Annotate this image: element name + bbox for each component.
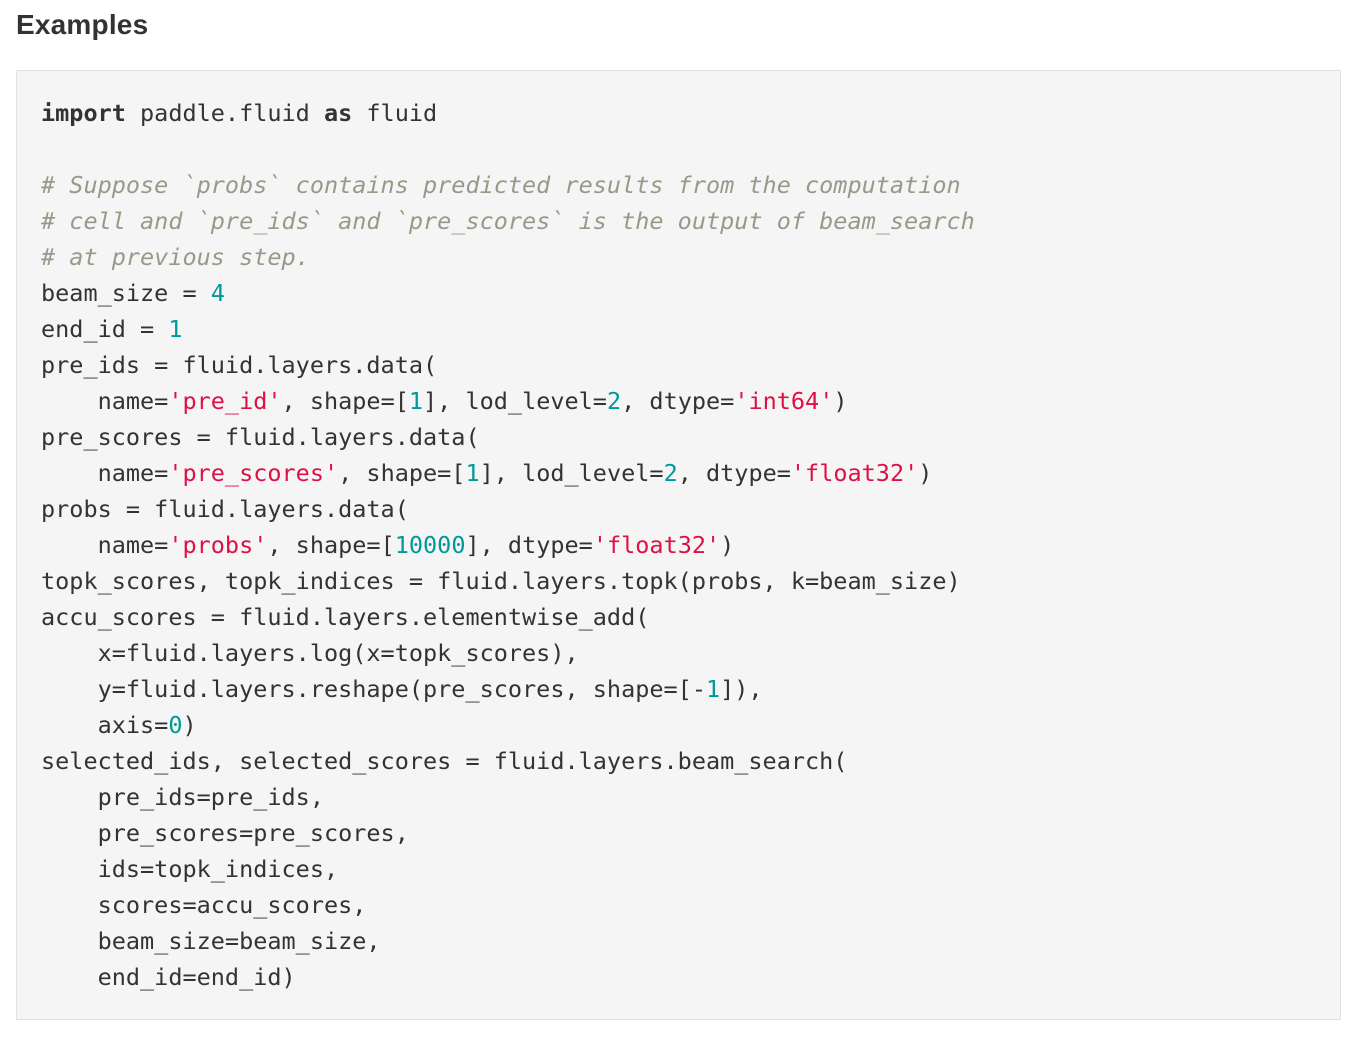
code-line: pre_scores=pre_scores, bbox=[41, 815, 1316, 851]
code-line: x=fluid.layers.log(x=topk_scores), bbox=[41, 635, 1316, 671]
code-line: end_id=end_id) bbox=[41, 959, 1316, 995]
code-line: # Suppose `probs` contains predicted res… bbox=[41, 167, 1316, 203]
code-token-number: 10000 bbox=[394, 531, 466, 559]
code-token-plain: beam_size=beam_size, bbox=[41, 927, 381, 955]
code-token-plain: ) bbox=[182, 711, 197, 739]
code-line: name='pre_id', shape=[1], lod_level=2, d… bbox=[41, 383, 1316, 419]
code-token-number: 4 bbox=[210, 279, 225, 307]
code-token-plain: ids=topk_indices, bbox=[41, 855, 339, 883]
code-line: name='probs', shape=[10000], dtype='floa… bbox=[41, 527, 1316, 563]
code-token-plain: , dtype= bbox=[621, 387, 735, 415]
code-token-plain: accu_scores = fluid.layers.elementwise_a… bbox=[41, 603, 650, 631]
code-line: selected_ids, selected_scores = fluid.la… bbox=[41, 743, 1316, 779]
code-token-plain: ], lod_level= bbox=[423, 387, 607, 415]
code-token-plain: scores=accu_scores, bbox=[41, 891, 367, 919]
code-line: axis=0) bbox=[41, 707, 1316, 743]
code-token-string: 'float32' bbox=[592, 531, 721, 559]
page-title: Examples bbox=[16, 9, 149, 40]
code-token-plain: , shape=[ bbox=[281, 387, 409, 415]
code-line: # at previous step. bbox=[41, 239, 1316, 275]
code-token-plain: name= bbox=[41, 387, 169, 415]
code-line: pre_ids=pre_ids, bbox=[41, 779, 1316, 815]
code-token-number: 1 bbox=[168, 315, 183, 343]
code-token-plain: ], dtype= bbox=[465, 531, 593, 559]
code-token-plain: , shape=[ bbox=[338, 459, 466, 487]
code-line: pre_scores = fluid.layers.data( bbox=[41, 419, 1316, 455]
code-token-keyword: import bbox=[41, 99, 126, 127]
code-token-plain: ]), bbox=[720, 675, 763, 703]
code-token-plain: , shape=[ bbox=[267, 531, 395, 559]
code-block: import paddle.fluid as fluid # Suppose `p… bbox=[16, 70, 1341, 1020]
code-token-plain: y=fluid.layers.reshape(pre_scores, shape… bbox=[41, 675, 706, 703]
code-line: end_id = 1 bbox=[41, 311, 1316, 347]
code-line: import paddle.fluid as fluid bbox=[41, 95, 1316, 131]
code-line: probs = fluid.layers.data( bbox=[41, 491, 1316, 527]
code-token-plain: beam_size = bbox=[41, 279, 211, 307]
code-token-plain: paddle.fluid bbox=[125, 99, 324, 127]
code-token-plain: probs = fluid.layers.data( bbox=[41, 495, 409, 523]
code-token-string: 'probs' bbox=[168, 531, 268, 559]
code-token-string: 'pre_id' bbox=[168, 387, 282, 415]
code-line: ids=topk_indices, bbox=[41, 851, 1316, 887]
code-line: scores=accu_scores, bbox=[41, 887, 1316, 923]
code-line: # cell and `pre_ids` and `pre_scores` is… bbox=[41, 203, 1316, 239]
code-token-plain: x=fluid.layers.log(x=topk_scores), bbox=[41, 639, 579, 667]
code-token-comment: # cell and `pre_ids` and `pre_scores` is… bbox=[41, 207, 975, 235]
code-token-comment: # at previous step. bbox=[41, 243, 310, 271]
code-token-plain: end_id = bbox=[41, 315, 169, 343]
code-token-string: 'float32' bbox=[790, 459, 919, 487]
code-token-string: 'int64' bbox=[734, 387, 834, 415]
code-token-number: 1 bbox=[465, 459, 480, 487]
code-token-plain: , dtype= bbox=[677, 459, 791, 487]
code-token-plain: topk_scores, topk_indices = fluid.layers… bbox=[41, 567, 961, 595]
code-token-plain: end_id=end_id) bbox=[41, 963, 296, 991]
code-token-plain: pre_scores = fluid.layers.data( bbox=[41, 423, 480, 451]
code-line: pre_ids = fluid.layers.data( bbox=[41, 347, 1316, 383]
code-token-comment: # Suppose `probs` contains predicted res… bbox=[41, 171, 961, 199]
code-token-number: 2 bbox=[606, 387, 622, 415]
code-token-plain: pre_ids = fluid.layers.data( bbox=[41, 351, 438, 379]
code-token-plain: selected_ids, selected_scores = fluid.la… bbox=[41, 747, 848, 775]
code-token-number: 2 bbox=[663, 459, 678, 487]
code-line: name='pre_scores', shape=[1], lod_level=… bbox=[41, 455, 1316, 491]
code-line: topk_scores, topk_indices = fluid.layers… bbox=[41, 563, 1316, 599]
code-line: accu_scores = fluid.layers.elementwise_a… bbox=[41, 599, 1316, 635]
code-line bbox=[41, 131, 1316, 167]
code-token-plain: ) bbox=[918, 459, 933, 487]
code-token-plain: pre_ids=pre_ids, bbox=[41, 783, 324, 811]
code-content: import paddle.fluid as fluid # Suppose `p… bbox=[41, 95, 1316, 995]
code-token-plain: fluid bbox=[352, 99, 438, 127]
code-line: beam_size=beam_size, bbox=[41, 923, 1316, 959]
code-token-number: 1 bbox=[705, 675, 721, 703]
code-token-string: 'pre_scores' bbox=[168, 459, 339, 487]
code-token-plain: pre_scores=pre_scores, bbox=[41, 819, 409, 847]
code-token-keyword: as bbox=[323, 99, 353, 127]
code-token-plain: ) bbox=[720, 531, 735, 559]
code-token-plain: ], lod_level= bbox=[479, 459, 664, 487]
code-pre: import paddle.fluid as fluid # Suppose `p… bbox=[41, 95, 1316, 995]
code-token-plain: name= bbox=[41, 531, 169, 559]
code-line: y=fluid.layers.reshape(pre_scores, shape… bbox=[41, 671, 1316, 707]
code-token-plain: name= bbox=[41, 459, 169, 487]
code-token-number: 0 bbox=[168, 711, 183, 739]
code-line: beam_size = 4 bbox=[41, 275, 1316, 311]
code-token-number: 1 bbox=[408, 387, 424, 415]
code-token-plain: axis= bbox=[41, 711, 169, 739]
code-token-plain: ) bbox=[833, 387, 848, 415]
